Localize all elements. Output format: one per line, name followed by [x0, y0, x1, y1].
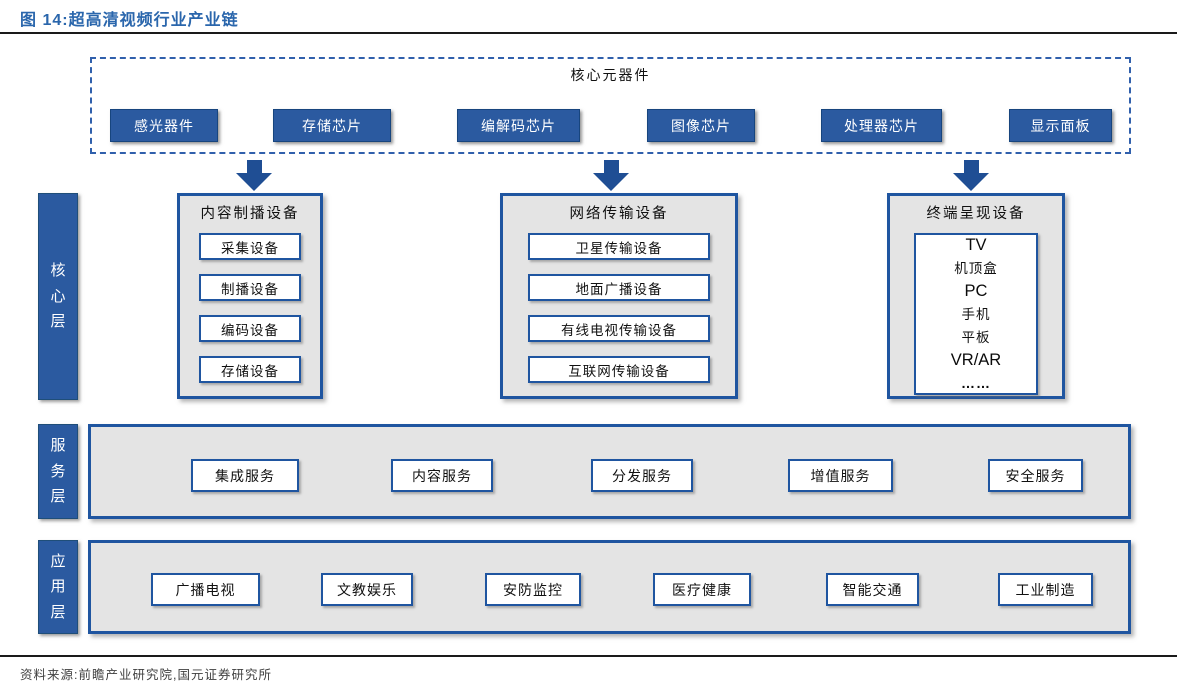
terminal-device: VR/AR	[950, 351, 1002, 369]
application-chip: 安防监控	[485, 573, 581, 606]
core-components-box: 核心元器件 感光器件 存储芯片 编解码芯片 图像芯片 处理器芯片 显示面板	[90, 57, 1131, 154]
terminal-device-list: TV 机顶盒 PC 手机 平板 VR/AR ……	[914, 233, 1038, 395]
source-note: 资料来源:前瞻产业研究院,国元证券研究所	[20, 668, 272, 682]
terminal-device: 机顶盒	[954, 261, 998, 276]
column-title: 内容制播设备	[200, 206, 300, 222]
column-title: 终端呈现设备	[926, 206, 1026, 222]
layer-label-application: 应用层	[38, 540, 78, 634]
layer-label-application-text: 应用层	[50, 552, 66, 621]
device-chip: 编码设备	[199, 315, 301, 342]
terminal-device: 手机	[961, 307, 991, 322]
component-chip-processor: 处理器芯片	[821, 109, 942, 142]
service-layer-panel: 集成服务 内容服务 分发服务 增值服务 安全服务	[88, 424, 1131, 519]
layer-label-core-text: 核心层	[50, 262, 66, 331]
application-chip: 医疗健康	[653, 573, 751, 606]
core-column-network-transmission: 网络传输设备 卫星传输设备 地面广播设备 有线电视传输设备 互联网传输设备	[500, 193, 738, 399]
component-chip-codec: 编解码芯片	[457, 109, 580, 142]
device-chip: 卫星传输设备	[528, 233, 710, 260]
device-chip: 有线电视传输设备	[528, 315, 710, 342]
column-items: 采集设备 制播设备 编码设备 存储设备	[180, 233, 320, 383]
service-chip: 增值服务	[788, 459, 893, 492]
device-chip: 互联网传输设备	[528, 356, 710, 383]
component-chip-sensor: 感光器件	[110, 109, 218, 142]
core-components-label: 核心元器件	[570, 67, 651, 83]
service-chip: 内容服务	[391, 459, 493, 492]
layer-label-service-text: 服务层	[50, 437, 66, 506]
component-chip-memory: 存储芯片	[273, 109, 391, 142]
column-items: 卫星传输设备 地面广播设备 有线电视传输设备 互联网传输设备	[503, 233, 735, 383]
top-divider	[0, 32, 1177, 34]
service-chip: 安全服务	[988, 459, 1083, 492]
terminal-device: 平板	[961, 330, 991, 345]
layer-label-core: 核心层	[38, 193, 78, 400]
terminal-device: TV	[965, 236, 987, 254]
component-chip-display: 显示面板	[1009, 109, 1112, 142]
device-chip: 采集设备	[199, 233, 301, 260]
application-chip: 智能交通	[826, 573, 919, 606]
application-layer-panel: 广播电视 文教娱乐 安防监控 医疗健康 智能交通 工业制造	[88, 540, 1131, 634]
terminal-device-ellipsis: ……	[961, 375, 991, 391]
application-chip: 广播电视	[151, 573, 260, 606]
device-chip: 制播设备	[199, 274, 301, 301]
terminal-device: PC	[964, 282, 988, 300]
down-arrow-icon	[236, 160, 272, 191]
service-chip: 分发服务	[591, 459, 693, 492]
component-chip-image: 图像芯片	[647, 109, 755, 142]
core-column-content-production: 内容制播设备 采集设备 制播设备 编码设备 存储设备	[177, 193, 323, 399]
bottom-divider	[0, 655, 1177, 657]
layer-label-service: 服务层	[38, 424, 78, 519]
service-chip: 集成服务	[191, 459, 299, 492]
application-chip: 工业制造	[998, 573, 1093, 606]
figure-title: 图 14:超高清视频行业产业链	[20, 12, 239, 29]
core-column-terminal-presentation: 终端呈现设备 TV 机顶盒 PC 手机 平板 VR/AR ……	[887, 193, 1065, 399]
down-arrow-icon	[593, 160, 629, 191]
device-chip: 地面广播设备	[528, 274, 710, 301]
application-chip: 文教娱乐	[321, 573, 413, 606]
column-title: 网络传输设备	[569, 206, 669, 222]
down-arrow-icon	[953, 160, 989, 191]
device-chip: 存储设备	[199, 356, 301, 383]
